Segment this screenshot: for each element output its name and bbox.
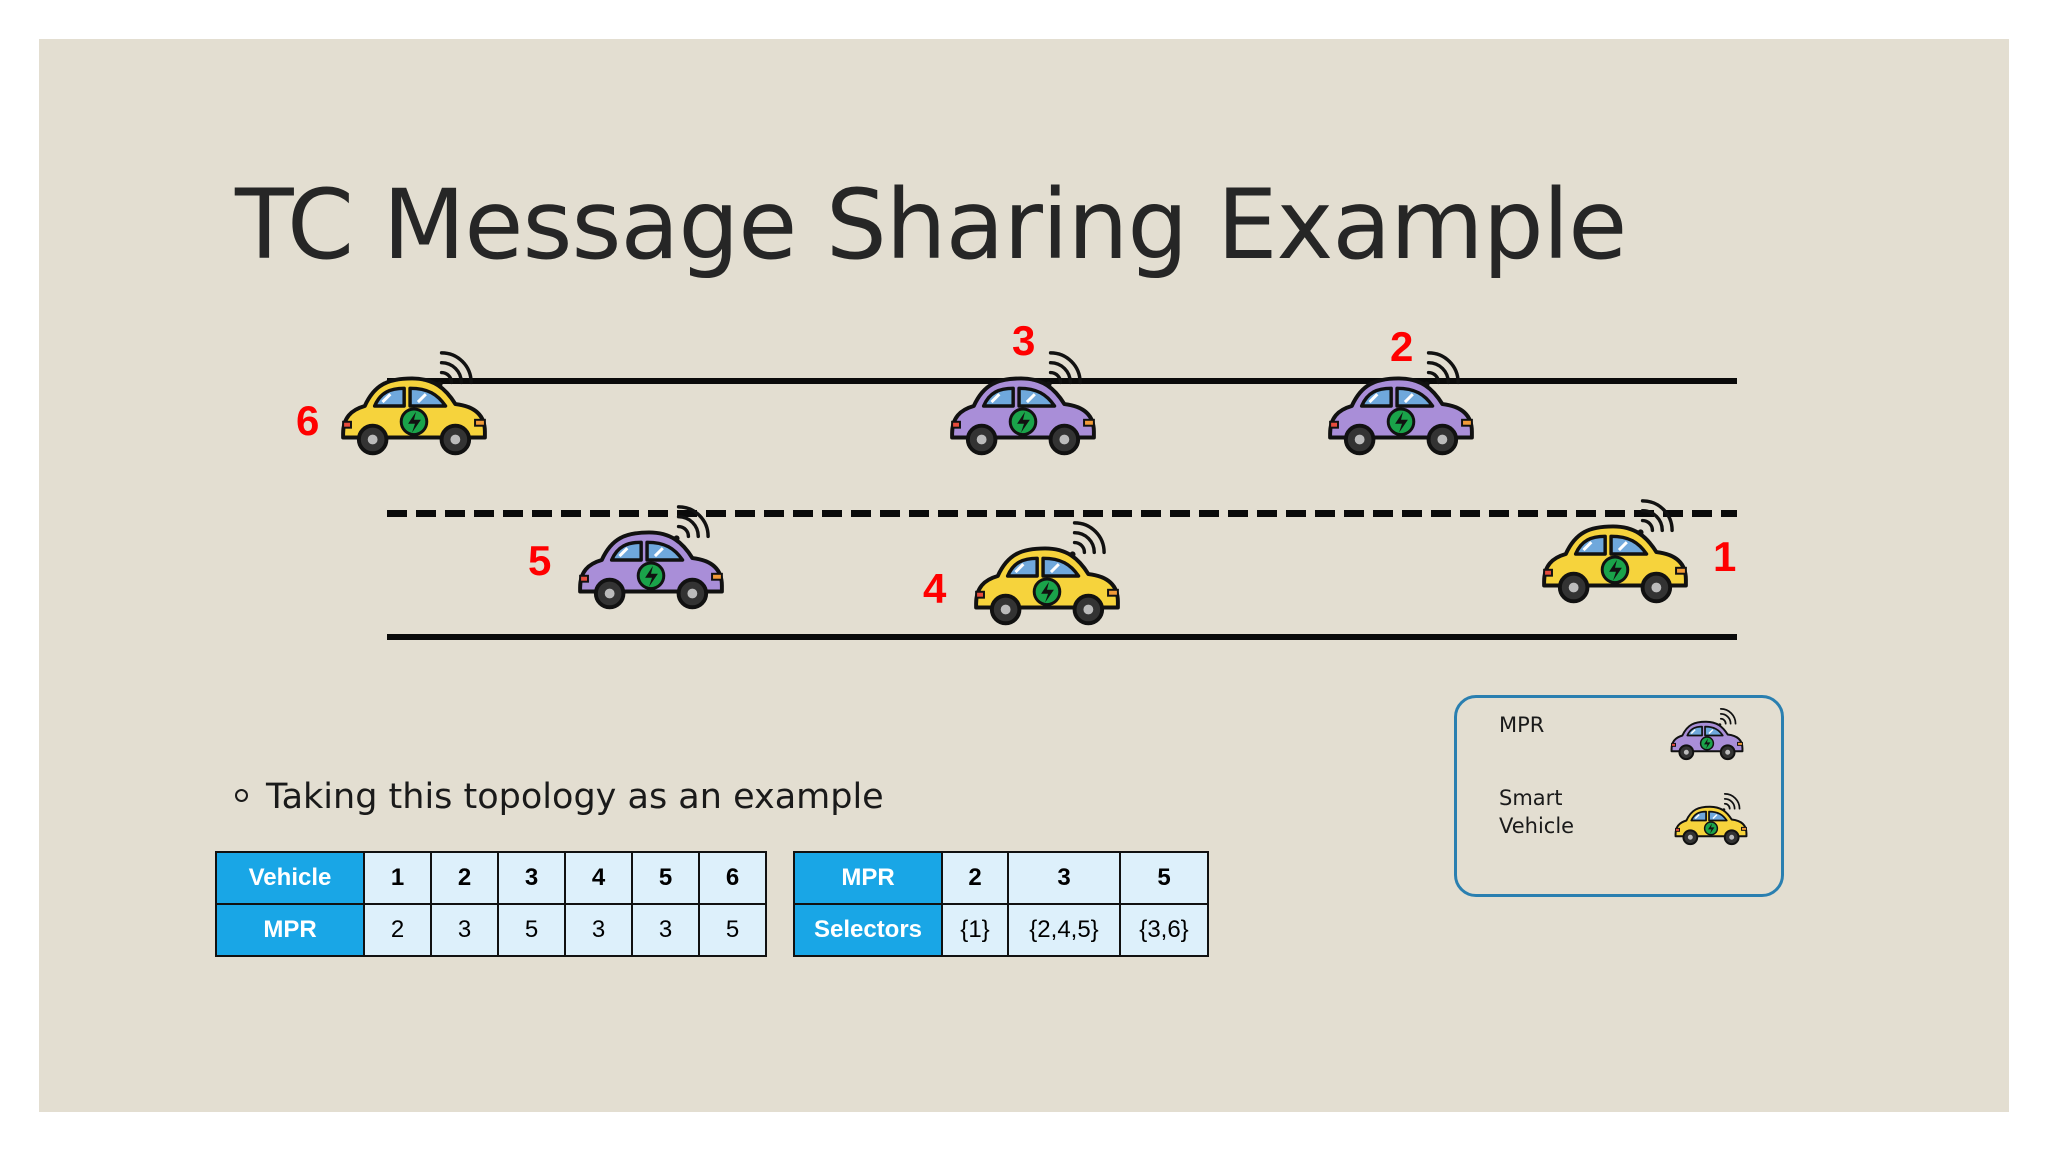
table-header-mpr: MPR — [793, 851, 943, 905]
table-cell: 6 — [698, 851, 767, 905]
legend-smart-line2: Vehicle — [1499, 814, 1575, 838]
slide: TC Message Sharing Example 6 3 2 5 4 1 T… — [39, 39, 2009, 1112]
legend-mpr-car-icon — [1667, 704, 1747, 768]
vehicle-6-label: 6 — [296, 397, 320, 444]
road-bottom-edge — [387, 634, 1737, 640]
table-cell: {1} — [941, 903, 1009, 957]
vehicle-3-car-icon — [944, 343, 1102, 471]
lane-divider — [387, 510, 1737, 517]
table-cell: 3 — [631, 903, 700, 957]
table-row: MPR 2 3 5 3 3 5 — [215, 903, 767, 957]
table-row: Vehicle 1 2 3 4 5 6 — [215, 851, 767, 905]
vehicle-mpr-table: Vehicle 1 2 3 4 5 6 MPR 2 3 5 3 3 5 — [215, 851, 767, 957]
table-header-selectors: Selectors — [793, 903, 943, 957]
vehicle-2-car-icon — [1322, 343, 1480, 471]
table-cell: 5 — [631, 851, 700, 905]
vehicle-2-label: 2 — [1390, 323, 1414, 370]
legend-box: MPR Smart Vehicle — [1454, 695, 1784, 897]
mpr-selector-table: MPR 2 3 5 Selectors {1} {2,4,5} {3,6} — [793, 851, 1209, 957]
vehicle-1-label: 1 — [1713, 533, 1737, 580]
table-header-mpr: MPR — [215, 903, 365, 957]
legend-smart-vehicle-label: Smart Vehicle — [1499, 784, 1574, 840]
table-cell: 1 — [363, 851, 432, 905]
vehicle-6-car-icon — [335, 343, 493, 471]
table-cell: 5 — [497, 903, 566, 957]
vehicle-5-label: 5 — [528, 537, 552, 584]
table-cell: {3,6} — [1119, 903, 1209, 957]
vehicle-5-car-icon — [572, 497, 730, 625]
table-cell: 3 — [430, 903, 499, 957]
table-cell: 5 — [698, 903, 767, 957]
bullet-text: Taking this topology as an example — [266, 777, 884, 817]
table-cell: 3 — [1007, 851, 1121, 905]
table-cell: 3 — [497, 851, 566, 905]
legend-mpr-label: MPR — [1499, 713, 1545, 737]
table-header-vehicle: Vehicle — [215, 851, 365, 905]
table-cell: 5 — [1119, 851, 1209, 905]
table-cell: 4 — [564, 851, 633, 905]
table-row: Selectors {1} {2,4,5} {3,6} — [793, 903, 1209, 957]
table-cell: 2 — [363, 903, 432, 957]
vehicle-4-label: 4 — [923, 565, 947, 612]
table-cell: 3 — [564, 903, 633, 957]
table-cell: 2 — [941, 851, 1009, 905]
legend-smart-car-icon — [1671, 789, 1751, 853]
legend-smart-line1: Smart — [1499, 786, 1563, 810]
table-cell: {2,4,5} — [1007, 903, 1121, 957]
slide-title: TC Message Sharing Example — [235, 169, 1627, 281]
vehicle-3-label: 3 — [1012, 317, 1036, 364]
table-row: MPR 2 3 5 — [793, 851, 1209, 905]
table-cell: 2 — [430, 851, 499, 905]
vehicle-1-car-icon — [1536, 491, 1694, 619]
bullet-circle-icon — [235, 788, 248, 802]
vehicle-4-car-icon — [968, 513, 1126, 641]
bullet-point: Taking this topology as an example — [235, 777, 884, 817]
